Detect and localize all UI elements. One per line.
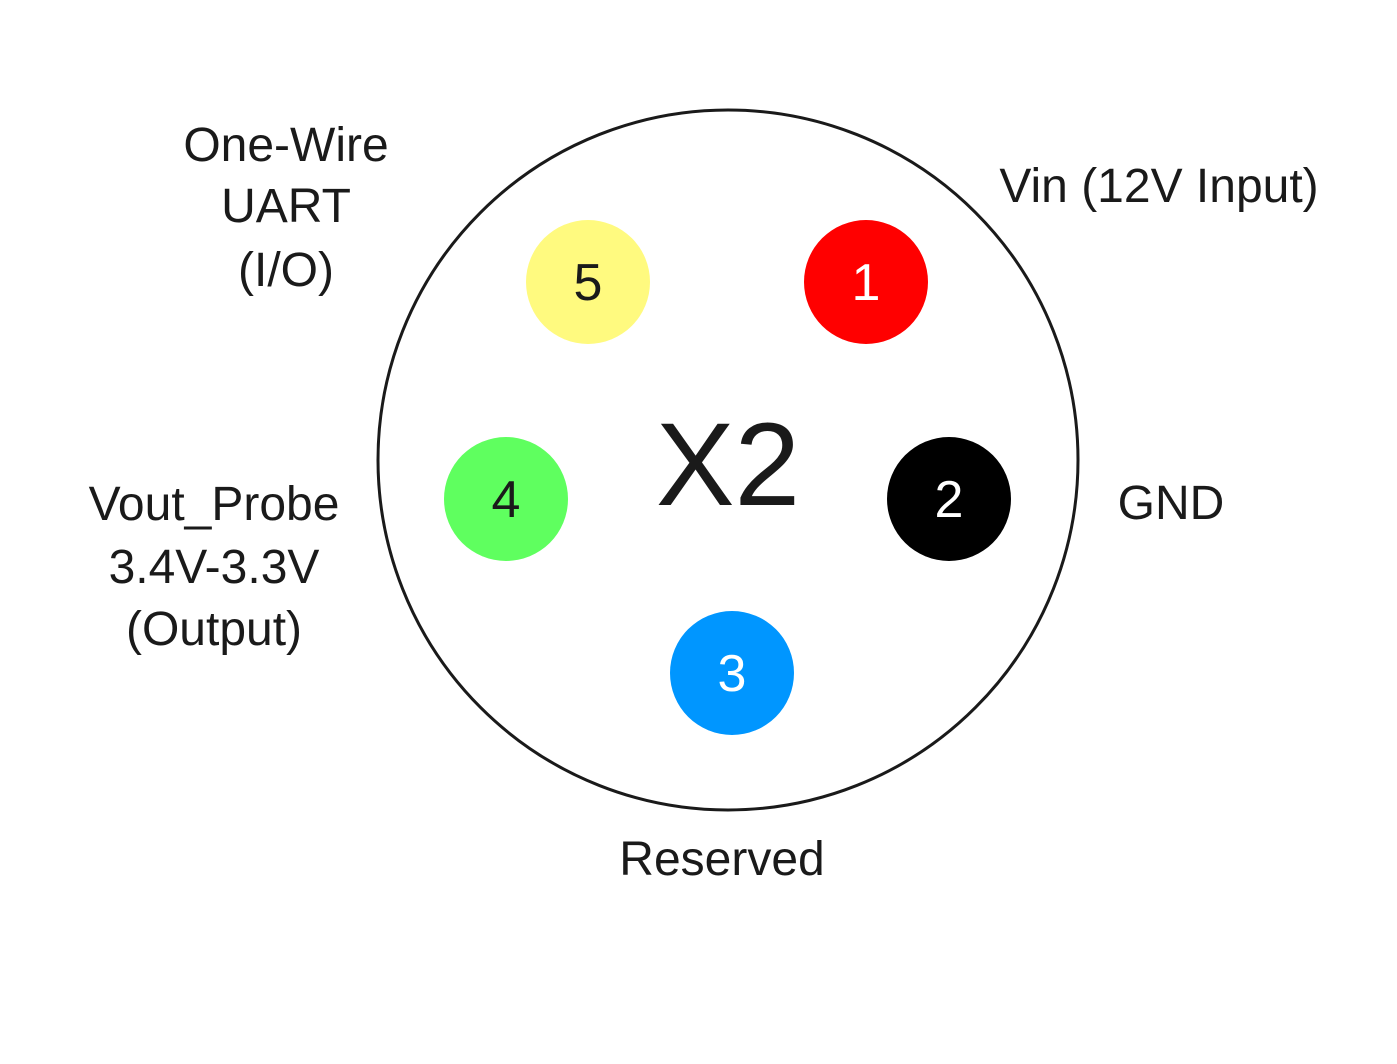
pin-4-label-line-2: 3.4V-3.3V bbox=[109, 541, 320, 594]
pin-5-label-line-3: (I/O) bbox=[238, 244, 334, 297]
pin-1-dot bbox=[804, 220, 928, 344]
pin-4-number: 4 bbox=[492, 471, 521, 529]
pin-1-number: 1 bbox=[852, 254, 881, 312]
pin-4-label-line-3: (Output) bbox=[126, 603, 302, 656]
pin-2-dot bbox=[887, 437, 1011, 561]
pin-5: 5 bbox=[526, 220, 650, 344]
pin-3-label: Reserved bbox=[619, 833, 824, 886]
pin-2-number: 2 bbox=[935, 471, 964, 529]
pin-3-number: 3 bbox=[718, 645, 747, 703]
pin-5-number: 5 bbox=[574, 254, 603, 312]
connector-label: X2 bbox=[656, 399, 800, 531]
pin-3: 3 bbox=[670, 611, 794, 735]
pin-5-label-line-2: UART bbox=[221, 180, 351, 233]
pin-2-label: GND bbox=[1118, 477, 1225, 530]
pin-5-label-line-1: One-Wire bbox=[183, 119, 388, 172]
pin-4-label-line-1: Vout_Probe bbox=[89, 478, 340, 531]
pin-3-dot bbox=[670, 611, 794, 735]
pin-2: 2 bbox=[887, 437, 1011, 561]
pin-4: 4 bbox=[444, 437, 568, 561]
pin-1: 1 bbox=[804, 220, 928, 344]
pin-5-dot bbox=[526, 220, 650, 344]
pin-4-dot bbox=[444, 437, 568, 561]
pin-1-label: Vin (12V Input) bbox=[999, 160, 1318, 213]
